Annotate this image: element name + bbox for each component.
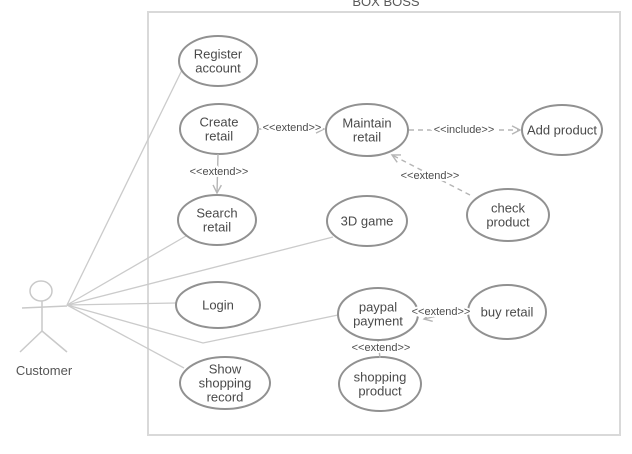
usecase-ellipse[interactable]	[466, 188, 550, 242]
usecase-label-line: product	[486, 215, 530, 230]
usecase-label-line: Add product	[527, 123, 597, 138]
usecase-label-line: payment	[353, 314, 403, 329]
actor-label: Customer	[16, 363, 73, 378]
usecase-label-line: check	[491, 201, 525, 216]
connector-line[interactable]	[216, 153, 219, 194]
usecase-label-line: retail	[205, 129, 233, 144]
association-customer-register-account[interactable]	[66, 69, 183, 306]
connector-label: <<extend>>	[412, 306, 471, 318]
diagram-title: BOX BOSS	[352, 0, 420, 9]
association-customer-paypal-payment[interactable]	[66, 304, 339, 344]
open-arrowhead-icon	[212, 184, 222, 195]
usecase-ellipse[interactable]	[326, 195, 408, 247]
connector-extend-create-to-maintain[interactable]: <<extend>>	[258, 120, 326, 136]
usecase-label-line: record	[207, 390, 244, 405]
usecase-login[interactable]: Login	[175, 281, 261, 329]
association-customer-search-retail[interactable]	[66, 235, 187, 306]
connector-extend-shopping-to-paypal[interactable]: <<extend>>	[350, 340, 412, 359]
actor-head-icon	[29, 280, 53, 302]
usecase-ellipse[interactable]	[337, 287, 419, 341]
open-arrowhead-icon	[422, 312, 433, 322]
open-arrowhead-icon	[315, 124, 326, 134]
usecase-label: 3D game	[341, 214, 394, 229]
usecase-label-line: paypal	[359, 300, 397, 315]
usecase-label-line: shopping	[354, 370, 407, 385]
usecase-label-line: retail	[353, 130, 381, 145]
usecase-label-line: product	[358, 384, 402, 399]
association-customer-3d-game[interactable]	[66, 236, 334, 306]
association-customer-show-shopping-record[interactable]	[66, 304, 185, 369]
usecase-ellipse[interactable]	[467, 284, 547, 340]
usecase-label-line: account	[195, 61, 241, 76]
actor-body-icon	[21, 305, 68, 309]
usecase-label-line: 3D game	[341, 214, 394, 229]
usecase-ellipse[interactable]	[178, 35, 258, 87]
usecase-ellipse[interactable]	[175, 281, 261, 329]
usecase-3d-game[interactable]: 3D game	[326, 195, 408, 247]
usecase-label: Add product	[527, 123, 597, 138]
connector-label: <<extend>>	[190, 166, 249, 178]
actor-body-icon	[19, 330, 43, 353]
connector-line[interactable]	[423, 308, 469, 320]
system-boundary[interactable]	[147, 11, 621, 436]
actor-customer[interactable]: Customer	[16, 280, 73, 378]
connector-extend-check-to-maintain[interactable]: <<extend>>	[390, 154, 471, 196]
association-customer-login[interactable]	[66, 302, 177, 306]
usecase-label-line: Create	[199, 115, 238, 130]
usecase-label-line: Search	[196, 206, 237, 221]
connector-line[interactable]	[391, 154, 471, 196]
connector-label: <<extend>>	[263, 122, 322, 134]
usecase-label-line: Maintain	[342, 116, 391, 131]
connector-line[interactable]	[377, 340, 381, 359]
usecase-ellipse[interactable]	[179, 356, 271, 410]
usecase-label-line: Show	[209, 362, 242, 377]
usecase-label-line: Login	[202, 298, 234, 313]
connector-label: <<extend>>	[352, 342, 411, 354]
usecase-label: buy retail	[481, 305, 534, 320]
connector-label: <<extend>>	[401, 170, 460, 182]
open-arrowhead-icon	[511, 125, 522, 135]
usecase-ellipse[interactable]	[325, 103, 409, 157]
usecase-label-line: shopping	[199, 376, 252, 391]
connector-extend-buy-to-paypal[interactable]: <<extend>>	[410, 304, 472, 322]
usecase-label-line: buy retail	[481, 305, 534, 320]
usecase-label-line: retail	[203, 220, 231, 235]
usecase-add-product[interactable]: Add product	[521, 104, 603, 156]
usecase-ellipse[interactable]	[521, 104, 603, 156]
connector-include-maintain-to-add[interactable]: <<include>>	[409, 122, 522, 138]
usecase-label: Login	[202, 298, 234, 313]
open-arrowhead-icon	[390, 154, 402, 163]
connector-label: <<include>>	[434, 124, 495, 136]
usecase-ellipse[interactable]	[177, 194, 257, 246]
connector-extend-create-to-search[interactable]: <<extend>>	[188, 153, 250, 195]
usecase-buy-retail[interactable]: buy retail	[467, 284, 547, 340]
usecase-label-line: Register	[194, 47, 243, 62]
actor-body-icon	[41, 330, 68, 353]
